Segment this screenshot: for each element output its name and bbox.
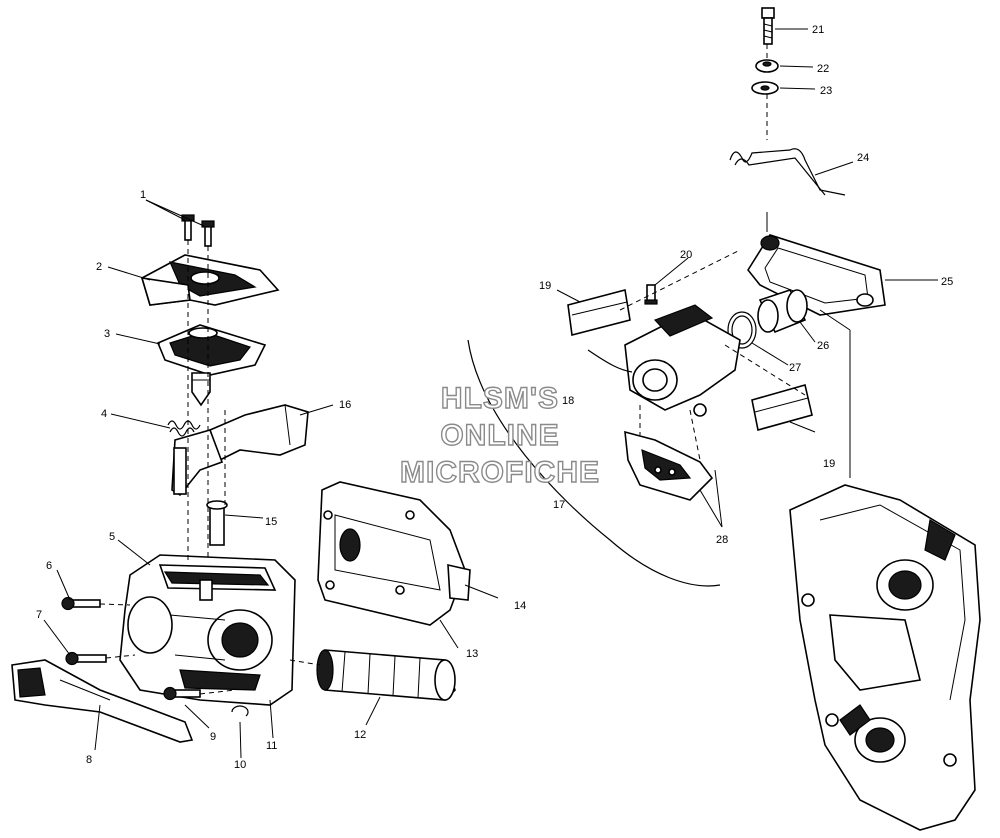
callout-16: 16 bbox=[339, 399, 351, 411]
callouts: 1 2 3 4 5 6 7 8 9 10 11 12 13 14 15 16 1… bbox=[36, 24, 953, 771]
alignment-lines-right bbox=[619, 44, 851, 478]
callout-13: 13 bbox=[466, 648, 478, 660]
callout-19-lower: 19 bbox=[823, 458, 835, 470]
part-4-spring bbox=[167, 420, 201, 437]
callout-28: 28 bbox=[716, 534, 728, 546]
part-10-clip bbox=[231, 705, 249, 717]
callout-8: 8 bbox=[86, 754, 92, 766]
part-17-chaincase bbox=[789, 484, 981, 831]
callout-9: 9 bbox=[210, 731, 216, 743]
callout-7: 7 bbox=[36, 609, 42, 621]
part-28-brake-pads bbox=[624, 430, 714, 501]
part-24-spring-clip bbox=[729, 148, 846, 196]
callout-14: 14 bbox=[514, 600, 526, 612]
part-19-shim-upper bbox=[567, 289, 631, 337]
callout-6: 6 bbox=[46, 560, 52, 572]
part-9-screw bbox=[163, 686, 201, 701]
part-18-caliper bbox=[587, 304, 741, 417]
alignment-lines-left bbox=[99, 240, 321, 695]
callout-1: 1 bbox=[140, 189, 146, 201]
part-22-nut bbox=[755, 59, 779, 73]
watermark: HLSM'S ONLINE MICROFICHE bbox=[399, 381, 600, 489]
part-8-brake-lever bbox=[11, 659, 194, 743]
callout-11: 11 bbox=[266, 740, 277, 752]
callout-22: 22 bbox=[817, 63, 829, 75]
cable-line bbox=[467, 339, 721, 587]
callout-3: 3 bbox=[104, 328, 110, 340]
callout-26: 26 bbox=[817, 340, 829, 352]
part-16-throttle-lever bbox=[171, 404, 309, 497]
part-20-bleeder bbox=[644, 284, 658, 305]
part-23-washer bbox=[751, 81, 779, 95]
part-15-pin bbox=[206, 500, 228, 546]
part-27-o-ring bbox=[727, 311, 757, 349]
part-12-grip bbox=[316, 649, 456, 701]
part-3-gasket bbox=[156, 324, 267, 376]
callout-12: 12 bbox=[354, 729, 366, 741]
part-7-screw bbox=[65, 651, 107, 666]
watermark-line-3: MICROFICHE bbox=[400, 456, 600, 489]
callout-5: 5 bbox=[109, 531, 115, 543]
callout-27: 27 bbox=[789, 362, 801, 374]
callout-25: 25 bbox=[941, 276, 953, 288]
callout-15: 15 bbox=[265, 516, 277, 528]
part-14-tab bbox=[447, 563, 471, 601]
callout-19-upper: 19 bbox=[539, 280, 551, 292]
callout-10: 10 bbox=[234, 759, 246, 771]
part-6-screw bbox=[61, 596, 101, 611]
part-26-bushing bbox=[757, 289, 808, 334]
callout-20: 20 bbox=[680, 249, 692, 261]
callout-2: 2 bbox=[96, 261, 102, 273]
leader-lines bbox=[43, 28, 938, 759]
callout-17: 17 bbox=[553, 499, 565, 511]
callout-23: 23 bbox=[820, 85, 832, 97]
part-1-screws bbox=[181, 214, 215, 247]
part-2-cover bbox=[140, 254, 280, 306]
part-19-shim-lower bbox=[751, 384, 813, 432]
callout-24: 24 bbox=[857, 152, 869, 164]
watermark-line-1: HLSM'S bbox=[441, 382, 559, 415]
watermark-line-2: ONLINE bbox=[440, 419, 559, 452]
callout-21: 21 bbox=[812, 24, 824, 36]
callout-18: 18 bbox=[562, 395, 574, 407]
plunger bbox=[191, 372, 211, 407]
part-21-bolt bbox=[761, 7, 775, 45]
callout-4: 4 bbox=[101, 408, 107, 420]
part-5-housing bbox=[119, 554, 296, 706]
part-13-cover-plate bbox=[317, 481, 466, 626]
